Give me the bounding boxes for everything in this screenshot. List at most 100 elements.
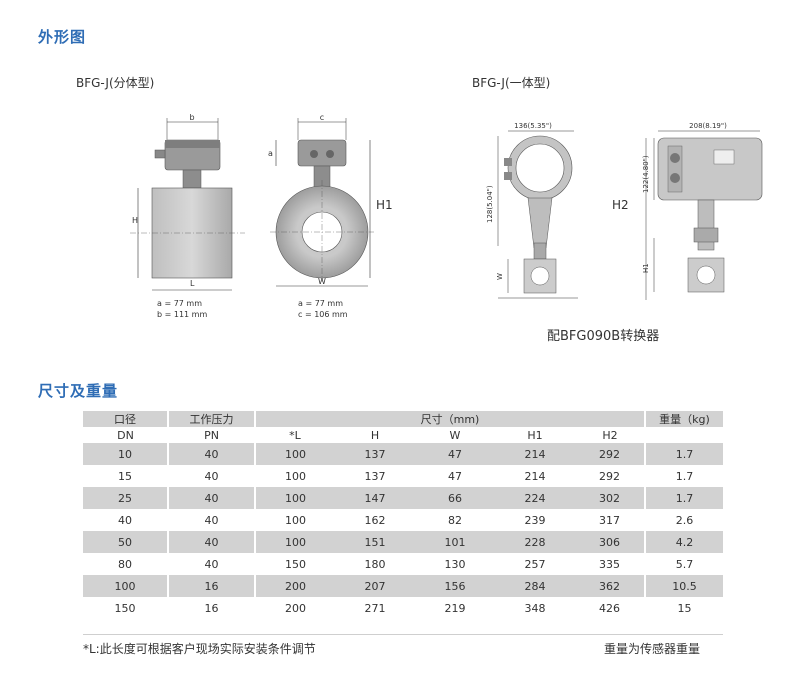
table-cell: 2.6 [675,513,694,527]
table-cell: 162 [364,513,386,527]
table-cell: 130 [444,557,466,571]
table-cell: 101 [415,531,495,553]
table-cell: 40 [168,443,256,465]
dim-a-label: a [268,149,273,158]
table-header-row-2: DN PN *L H W H1 H2 [83,427,723,443]
header-weight: 重量（kg) [645,411,723,427]
integral-type-label: BFG-J(一体型) [472,76,551,90]
header-h2: H2 [602,428,618,442]
table-cell: 224 [495,487,575,509]
table-cell: 40 [168,531,256,553]
table-cell: 10 [83,443,169,465]
dim-122-label: 122(4.80") [642,155,650,193]
table-cell: 306 [575,531,646,553]
table-cell: 292 [575,443,646,465]
split-side-view-drawing: b H L [130,113,245,291]
table-cell: 317 [575,509,646,531]
table-cell: 100 [255,531,335,553]
table-cell: 219 [444,601,466,615]
table-cell: 150 [285,557,306,571]
dim-208-label: 208(8.19") [689,122,727,130]
table-cell: 228 [495,531,575,553]
table-cell: 15 [83,465,169,487]
table-cell: 16 [168,575,256,597]
table-cell: 47 [448,469,462,483]
dim-c-label: c [320,113,324,122]
dim-b-label: b [189,113,194,122]
table-cell: 10.5 [645,575,723,597]
table-cell: 66 [415,487,495,509]
table-cell: 302 [575,487,646,509]
table-cell: 200 [255,575,335,597]
footer-note-length: *L:此长度可根据客户现场实际安装条件调节 [83,642,316,656]
table-cell: 5.7 [675,557,694,571]
table-cell: 292 [575,465,646,487]
header-h: H [370,428,380,442]
split-note-1-line-2: b = 111 mm [157,310,208,319]
table-cell: 25 [83,487,169,509]
table-cell: 15 [677,601,692,615]
header-blank [645,427,723,443]
split-note-1: a = 77 mm b = 111 mm [157,298,207,320]
converter-label: 配BFG090B转换器 [547,329,660,344]
table-cell: 40 [168,487,256,509]
table-cell: 16 [168,597,256,619]
table-cell: 80 [83,553,169,575]
table-cell: 100 [255,487,335,509]
table-cell: 214 [495,443,575,465]
table-cell: 271 [364,601,386,615]
table-cell: 100 [83,575,169,597]
table-bottom-rule [83,634,723,635]
table-cell: 207 [335,575,415,597]
header-dn: DN [117,428,134,442]
table-cell: 239 [524,513,546,527]
table-cell: 40 [168,553,256,575]
table-cell: 156 [415,575,495,597]
dim-H-label: H [132,216,138,225]
table-cell: 137 [364,469,386,483]
table-cell: 40 [83,509,169,531]
dimensions-table: 口径 工作压力 尺寸（mm) 重量（kg) DN PN *L H W H1 H2… [83,411,723,619]
table-cell: 137 [335,443,415,465]
outline-section-title: 外形图 [38,28,87,46]
table-cell: 151 [335,531,415,553]
header-pn: PN [204,428,219,442]
split-note-2: a = 77 mm c = 106 mm [298,298,348,320]
dim-H1-label-split: H1 [376,198,393,212]
footer-note-weight: 重量为传感器重量 [604,642,701,656]
table-cell: 82 [448,513,462,527]
table-cell: 1.7 [645,487,723,509]
header-diameter: 口径 [83,411,169,427]
table-cell: 200 [285,601,306,615]
dimensions-section-title: 尺寸及重量 [38,382,119,400]
table-cell: 284 [495,575,575,597]
header-h1: H1 [527,428,543,442]
table-cell: 40 [168,465,256,487]
split-front-view-drawing: c a W [268,113,374,287]
header-w: W [449,428,461,442]
split-note-1-line-1: a = 77 mm [157,299,202,308]
table-cell: 335 [575,553,646,575]
table-cell: 150 [83,597,169,619]
table-cell: 1.7 [645,443,723,465]
split-note-2-line-1: a = 77 mm [298,299,343,308]
dim-L-label: L [190,279,195,288]
dim-136-label: 136(5.35") [514,122,552,130]
table-header-row-1: 口径 工作压力 尺寸（mm) 重量（kg) [83,411,723,427]
table-cell: 180 [364,557,386,571]
header-l: *L [289,428,301,442]
dim-W-label: W [318,277,326,286]
integral-side-view-drawing: 208(8.19") 122(4.80") H1 [642,122,763,300]
table-cell: 4.2 [645,531,723,553]
header-size: 尺寸（mm) [255,411,646,427]
table-cell: 100 [285,469,306,483]
table-cell: 214 [524,469,546,483]
table-cell: 40 [168,509,256,531]
table-cell: 1.7 [675,469,694,483]
